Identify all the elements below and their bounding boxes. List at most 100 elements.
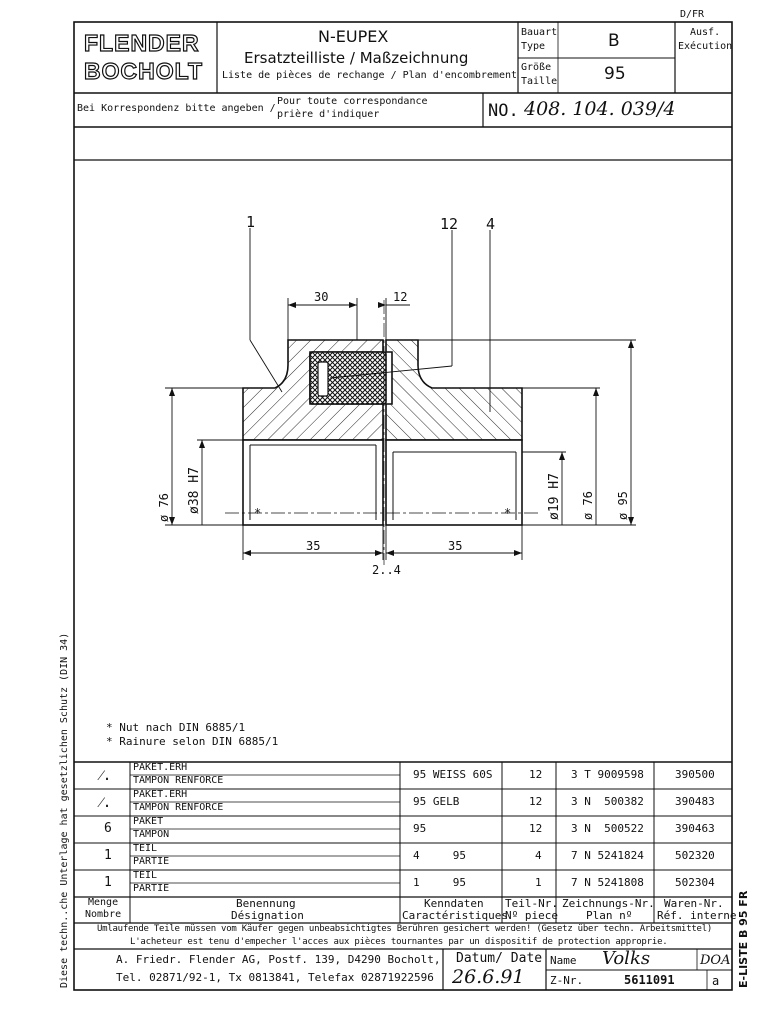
ausf-label-de: Ausf.	[690, 27, 721, 38]
callout-12: 12	[440, 215, 458, 233]
dia-95: ø 95	[616, 491, 630, 520]
title-de: Ersatzteilliste / Maßzeichnung	[244, 49, 469, 67]
drawing-no-cell: 3 N 500522	[571, 822, 644, 835]
dim-35-left: 35	[306, 539, 320, 553]
dia-38: ø38 H7	[187, 467, 202, 514]
data-cell: 4 95	[413, 849, 466, 862]
data-cell: 1 95	[413, 876, 466, 889]
title-fr: Liste de pièces de rechange / Plan d'enc…	[222, 70, 518, 81]
drawing-no-cell: 7 N 5241824	[571, 849, 644, 862]
name-label: Name	[550, 954, 577, 967]
lang-code: D/FR	[680, 9, 705, 20]
data-cell: 95	[413, 822, 427, 835]
header-name-de: Benennung	[236, 897, 296, 910]
correspondence-de: Bei Korrespondenz bitte angeben /	[77, 103, 276, 114]
note-de: * Nut nach DIN 6885/1	[106, 721, 246, 734]
name-fr-cell: TAMPON	[133, 829, 170, 840]
name-de-cell: PAKET	[133, 816, 164, 827]
goods-no-cell: 390500	[675, 768, 715, 781]
name-fr-cell: TAMPON RENFORCE	[133, 802, 224, 813]
header-goods-de: Waren-Nr.	[664, 897, 724, 910]
checker-value: DOA	[700, 953, 731, 968]
callout-4: 4	[486, 215, 495, 233]
goods-no-cell: 502304	[675, 876, 715, 889]
header-data-fr: Caractéristiques	[402, 909, 508, 922]
warning-de: Umlaufende Teile müssen vom Käufer gegen…	[97, 924, 713, 934]
dim-30: 30	[314, 290, 328, 304]
dim-35-right: 35	[448, 539, 462, 553]
correspondence-fr-1: Pour toute correspondance	[277, 96, 428, 107]
name-de-cell: TEIL	[133, 843, 158, 854]
bauart-label-fr: Type	[521, 41, 546, 52]
data-cell: 95 GELB	[413, 795, 460, 808]
header-drawing-de: Zeichnungs-Nr.	[562, 897, 655, 910]
side-legal-notice: Diese techn..che Unterlage hat gesetzlic…	[59, 632, 70, 988]
header-data-de: Kenndaten	[424, 897, 484, 910]
number-prefix: NO.	[488, 101, 519, 121]
header-drawing-fr: Plan nº	[586, 909, 633, 922]
logo-line-2: BOCHOLT	[83, 58, 204, 84]
drawing-no-cell: 7 N 5241808	[571, 876, 644, 889]
dia-76-right: ø 76	[581, 491, 595, 520]
product-name: N-EUPEX	[318, 27, 389, 46]
date-label: Datum/ Date	[456, 951, 543, 966]
dia-19: ø19 H7	[547, 473, 562, 520]
dia-76-left: ø 76	[157, 493, 171, 522]
qty-cell: 1	[104, 875, 112, 890]
header-part-fr: Nº piece	[505, 909, 558, 922]
qty-cell: ⁄.	[100, 793, 112, 811]
part-12-buffer	[309, 351, 387, 405]
data-cell: 95 WEISS 60S	[413, 768, 493, 781]
bauart-value: B	[608, 31, 620, 51]
drawing-no-cell: 3 N 500382	[571, 795, 644, 808]
name-de-cell: TEIL	[133, 870, 158, 881]
note-fr: * Rainure selon DIN 6885/1	[106, 735, 279, 748]
name-fr-cell: PARTIE	[133, 883, 170, 894]
znr-label: Z-Nr.	[550, 974, 584, 987]
company-address: A. Friedr. Flender AG, Postf. 139, D4290…	[116, 953, 441, 966]
znr-value: 5611091	[624, 973, 675, 987]
number-value: 408. 104. 039/4	[524, 98, 676, 120]
dim-12: 12	[393, 290, 407, 304]
part-no-cell: 4	[535, 849, 542, 862]
name-de-cell: PAKET.ERH	[133, 762, 188, 773]
qty-cell: 1	[104, 848, 112, 863]
name-value: Volks	[602, 948, 651, 969]
bauart-label-de: Bauart	[521, 27, 558, 38]
header-qty-de: Menge	[88, 897, 119, 908]
name-de-cell: PAKET.ERH	[133, 789, 188, 800]
keyway-mark-left: *	[254, 506, 261, 520]
qty-cell: 6	[104, 821, 112, 836]
groesse-label-de: Größe	[521, 62, 552, 73]
part-4-section	[385, 339, 523, 441]
header-qty-fr: Nombre	[85, 909, 122, 920]
ausf-label-fr: Exécution	[678, 41, 733, 52]
part-no-cell: 12	[529, 768, 543, 781]
name-fr-cell: PARTIE	[133, 856, 170, 867]
date-value: 26.6.91	[452, 966, 525, 988]
part-no-cell: 12	[529, 822, 543, 835]
dim-gap: 2..4	[372, 563, 401, 577]
goods-no-cell: 390463	[675, 822, 715, 835]
goods-no-cell: 390483	[675, 795, 715, 808]
logo-line-1: FLENDER	[83, 30, 200, 56]
drawing-no-cell: 3 T 9009598	[571, 768, 644, 781]
correspondence-fr-2: prière d'indiquer	[277, 109, 380, 120]
company-contact: Tel. 02871/92-1, Tx 0813841, Telefax 028…	[116, 971, 434, 984]
qty-cell: ⁄.	[100, 766, 112, 784]
callout-1: 1	[246, 213, 255, 231]
revision-value: a	[712, 974, 720, 988]
groesse-label-fr: Taille	[521, 76, 558, 87]
part-no-cell: 1	[535, 876, 542, 889]
groesse-value: 95	[604, 64, 626, 84]
header-part-de: Teil-Nr.	[505, 897, 558, 910]
warning-fr: L'acheteur est tenu d'empecher l'acces a…	[130, 937, 668, 947]
keyway-mark-right: *	[504, 506, 511, 520]
header-name-fr: Désignation	[231, 909, 304, 922]
goods-no-cell: 502320	[675, 849, 715, 862]
name-fr-cell: TAMPON RENFORCE	[133, 775, 224, 786]
side-document-id: E-LISTE B 95 FR	[737, 890, 750, 988]
part-no-cell: 12	[529, 795, 543, 808]
